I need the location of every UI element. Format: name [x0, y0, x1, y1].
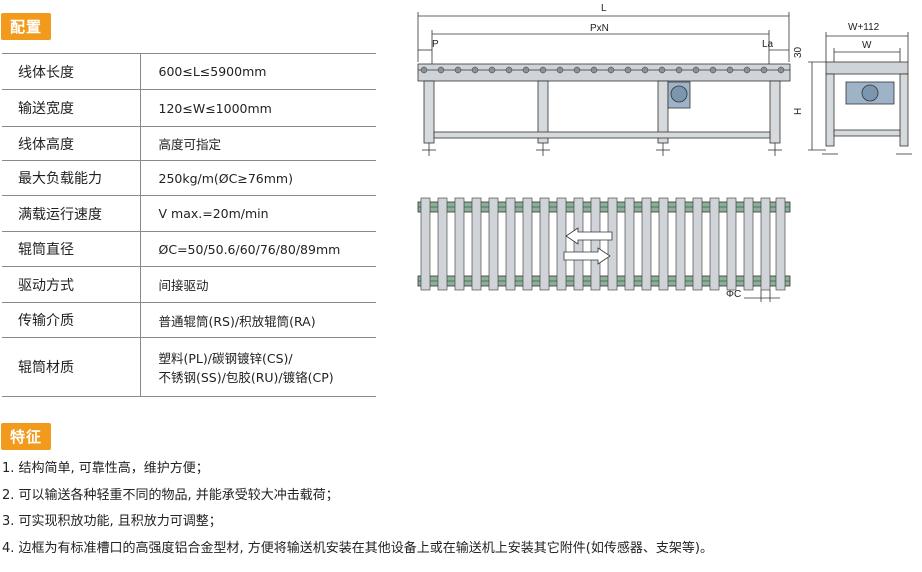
- dim-label-W112: W+112: [848, 22, 880, 33]
- features-section-tag: 特征: [1, 423, 52, 450]
- side-roller-row: [420, 66, 785, 74]
- feature-item: 4. 边框为有标准槽口的高强度铝合金型材, 方便将输送机安装在其他设备上或在输送…: [2, 540, 713, 556]
- dim-label-phi-c: ΦC: [726, 289, 741, 300]
- feature-item: 2. 可以输送各种轻重不同的物品, 并能承受较大冲击载荷；: [2, 487, 339, 503]
- feature-list: 1. 结构简单, 可靠性高，维护方便； 2. 可以输送各种轻重不同的物品, 并能…: [2, 456, 713, 562]
- dim-label-La: La: [762, 39, 774, 50]
- spec-label: 辊筒材质: [2, 337, 141, 397]
- dim-label-30: 30: [793, 46, 804, 58]
- dim-label-L: L: [601, 3, 607, 14]
- spec-value: 塑料(PL)/碳钢镀锌(CS)/ 不锈钢(SS)/包胶(RU)/镀铬(CP): [140, 337, 376, 397]
- table-row: 输送宽度 120≤W≤1000mm: [2, 89, 376, 127]
- spec-table: 线体长度 600≤L≤5900mm 输送宽度 120≤W≤1000mm 线体高度…: [2, 53, 376, 397]
- table-row: 最大负载能力 250kg/m(ØC≥76mm): [2, 160, 376, 196]
- direction-arrow-icon: [563, 227, 613, 265]
- spec-label: 输送宽度: [2, 89, 141, 127]
- spec-value: 高度可指定: [140, 126, 376, 161]
- feature-item: 3. 可实现积放功能, 且积放力可调整；: [2, 514, 222, 529]
- config-section-tag: 配置: [1, 13, 52, 40]
- spec-label: 最大负载能力: [2, 160, 141, 196]
- feature-item: 1. 结构简单, 可靠性高，维护方便；: [2, 461, 209, 476]
- table-row: 驱动方式 间接驱动: [2, 266, 376, 303]
- spec-value: 普通辊筒(RS)/积放辊筒(RA): [140, 302, 376, 338]
- spec-label: 线体长度: [2, 53, 141, 90]
- roller-diameter-dimension: [744, 290, 780, 302]
- spec-label: 满载运行速度: [2, 195, 141, 232]
- spec-label: 线体高度: [2, 126, 141, 161]
- top-view: [417, 201, 791, 287]
- spec-value: ØC=50/50.6/60/76/80/89mm: [140, 231, 376, 267]
- end-view: [808, 32, 912, 155]
- spec-value-line: 塑料(PL)/碳钢镀锌(CS)/: [158, 351, 293, 366]
- spec-value: 250kg/m(ØC≥76mm): [140, 160, 376, 196]
- dim-label-P: P: [432, 39, 439, 50]
- spec-label: 驱动方式: [2, 266, 141, 303]
- table-row: 辊筒材质 塑料(PL)/碳钢镀锌(CS)/ 不锈钢(SS)/包胶(RU)/镀铬(…: [2, 337, 376, 397]
- table-row: 线体长度 600≤L≤5900mm: [2, 53, 376, 90]
- spec-value-line: 不锈钢(SS)/包胶(RU)/镀铬(CP): [158, 370, 334, 385]
- spec-label: 传输介质: [2, 302, 141, 338]
- table-row: 辊筒直径 ØC=50/50.6/60/76/80/89mm: [2, 231, 376, 267]
- spec-value: 600≤L≤5900mm: [140, 53, 376, 90]
- spec-value: 间接驱动: [140, 266, 376, 303]
- spec-value: V max.=20m/min: [140, 195, 376, 232]
- dim-label-W: W: [862, 40, 872, 51]
- spec-value: 120≤W≤1000mm: [140, 89, 376, 127]
- table-row: 传输介质 普通辊筒(RS)/积放辊筒(RA): [2, 302, 376, 338]
- dim-label-H: H: [793, 108, 804, 115]
- table-row: 满载运行速度 V max.=20m/min: [2, 195, 376, 232]
- table-row: 线体高度 高度可指定: [2, 126, 376, 161]
- spec-label: 辊筒直径: [2, 231, 141, 267]
- dim-label-PxN: PxN: [590, 23, 609, 34]
- top-roller-row: [420, 197, 786, 291]
